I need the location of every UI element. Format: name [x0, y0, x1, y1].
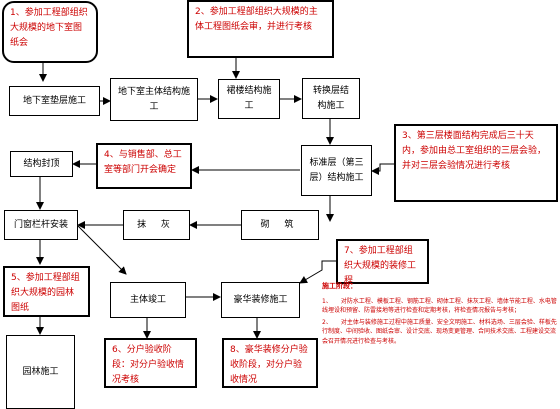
notes-item: 1、 对防水工程、模板工程、钢筋工程、砌体工程、抹灰工程、墙体节能工程、水电管线…: [322, 297, 557, 315]
luxury-decoration-construction: 豪华装修施工: [221, 282, 300, 318]
step-5-landscape-drawing-review: 5、参加工程部组织大规模的园林图纸: [3, 266, 90, 317]
step-3-third-floor-inspection: 3、第三层楼面结构完成后三十天内，参加由总工室组织的三层会验，并对三层会验情况进…: [394, 124, 558, 202]
notes-title: 施工阶段：: [322, 282, 357, 290]
arrow-b7-luxury: [299, 260, 336, 284]
masonry: 砌 筑: [241, 210, 319, 240]
step-2-main-structure-drawing-review: 2、参加工程部组织大规模的主体工程图纸会审，并进行考核: [187, 0, 334, 58]
podium-structure-construction: 裙楼结构施工: [218, 79, 280, 119]
notes-item: 2、 对主体与装修施工过程中施工质量、安全文明施工、材料选场、三层会验、样板先行…: [322, 318, 557, 345]
transfer-floor-construction: 转换层结构施工: [302, 78, 360, 119]
standard-floor-construction: 标准层（第三层）结构施工: [301, 145, 372, 196]
structure-topping-out: 结构封顶: [10, 151, 73, 177]
arrow-window-acceptance: [77, 225, 127, 275]
step-4-meeting-with-sales: 4、与销售部、总工室等部门开会确定: [96, 143, 192, 189]
step-8-luxury-household-acceptance: 8、豪华装修分户验收阶段，对分户验收情况: [222, 338, 318, 388]
step-1-basement-drawing-review: 1、参加工程部组织大规模的地下室图纸会: [2, 1, 98, 63]
arrow-b3-standard: [371, 163, 394, 175]
window-railing-installation: 门窗栏杆安装: [4, 210, 78, 240]
basement-main-structure-construction: 地下室主体结构施工: [110, 78, 198, 121]
basement-cushion-construction: 地下室垫层施工: [9, 86, 100, 116]
plastering: 抹 灰: [123, 210, 190, 240]
main-structure-completion: 主体竣工: [110, 282, 186, 318]
construction-stage-notes: 施工阶段： 1、 对防水工程、模板工程、钢筋工程、砌体工程、抹灰工程、墙体节能工…: [322, 282, 558, 349]
step-7-decoration-drawing-review: 7、参加工程部组织大规模的装修工程: [336, 239, 429, 286]
landscape-construction: 园林施工: [6, 335, 75, 409]
step-6-household-acceptance: 6、分户验收阶段：对分户验收情况考核: [104, 338, 197, 388]
